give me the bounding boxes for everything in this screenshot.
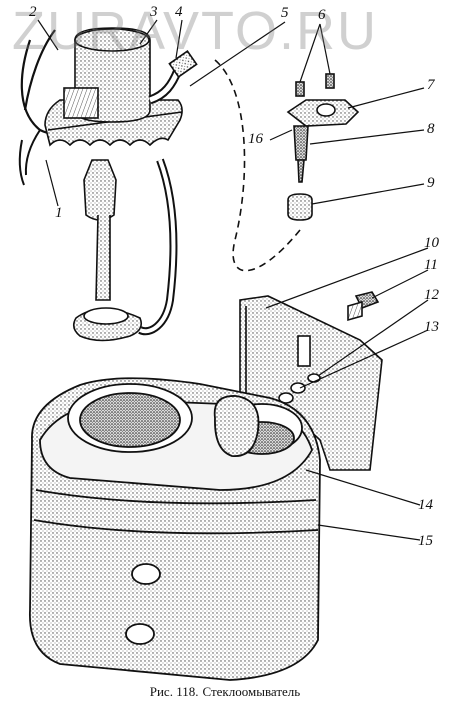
figure-number: Рис. 118.	[149, 684, 199, 699]
callout-16: 16	[248, 131, 263, 147]
callout-13: 13	[424, 319, 439, 335]
pump-assembly	[18, 27, 198, 342]
figure-title: Стеклоомыватель	[202, 684, 301, 699]
callout-6: 6	[318, 7, 326, 23]
leader-lines	[37, 19, 429, 541]
callout-15: 15	[418, 533, 433, 549]
callout-11: 11	[424, 257, 438, 273]
callout-3: 3	[150, 4, 158, 20]
nozzle-assembly	[286, 73, 360, 221]
dashed-hose-path	[214, 59, 301, 272]
callout-7: 7	[427, 77, 435, 93]
callout-9: 9	[427, 175, 435, 191]
callout-2: 2	[29, 4, 37, 20]
watermark: ZURAVTO.RU	[12, 1, 379, 61]
callout-10: 10	[424, 235, 439, 251]
callout-12: 12	[424, 287, 439, 303]
callout-14: 14	[418, 497, 433, 513]
figure-caption: Рис. 118.Стеклоомыватель	[0, 684, 450, 700]
callout-8: 8	[427, 121, 435, 137]
callout-5: 5	[281, 5, 289, 21]
callout-1: 1	[55, 205, 63, 221]
callout-4: 4	[175, 4, 183, 20]
reservoir-tank	[29, 377, 321, 681]
